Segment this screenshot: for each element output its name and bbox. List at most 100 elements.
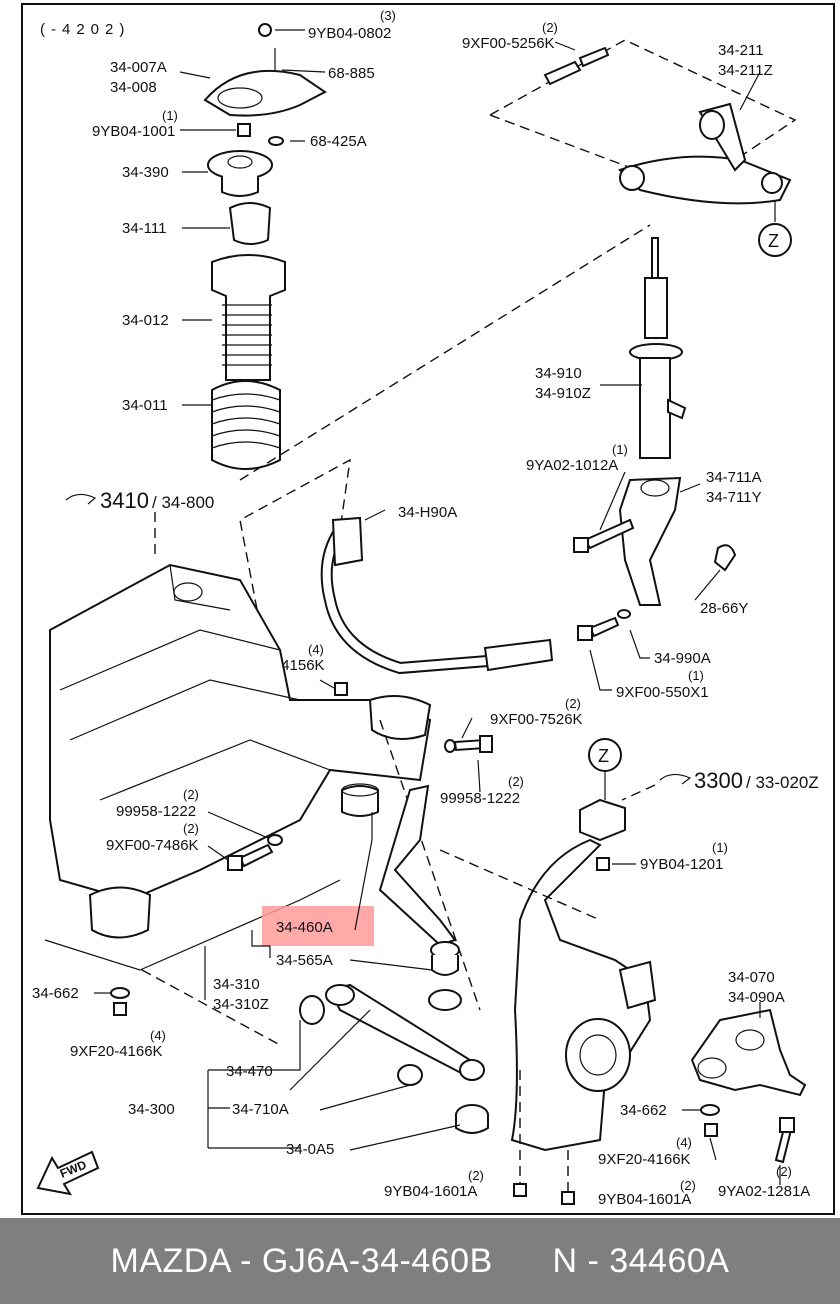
washer-small [268,136,284,146]
leaders-fork [589,471,721,691]
callout-boot-0a5: 34-0A5 [286,1141,334,1158]
callout-fork-bolt: 34-990A [654,650,711,667]
callout-stud: 68-885 [328,65,375,82]
callout-bushing-highlight: 34-460A [276,919,333,936]
callout-stab-bar: 34-H90A [398,504,457,521]
z-label-bottom: Z [598,746,609,766]
callout-sub-bolt-qty: (2) [565,696,581,711]
callout-fork-nut-qty: (1) [688,668,704,683]
callout-bearing: 34-390 [122,164,169,181]
washer-right [700,1104,720,1116]
callout-washer: 68-425A [310,133,367,150]
callout-upper-arm-a: 34-211 [718,42,764,59]
bushing-34-460A [341,783,379,817]
callout-nut-qty: (1) [162,108,178,123]
leaders-stab [319,509,386,689]
callout-shock-bolt-qty: (1) [612,442,628,457]
ref-3300-code: 3300 [694,768,743,793]
boot-0a5 [455,1104,489,1134]
callout-bolt-top: 9YB04-0802 [308,25,391,42]
callout-bolt-1281: 9YA02-1281A [718,1183,810,1200]
callout-nut-right-qty: (4) [676,1135,692,1150]
callout-spring: 34-011 [122,397,168,414]
link-ball [459,1059,485,1081]
nut-1601-r [561,1191,575,1205]
bolt-1281 [774,1117,795,1164]
upper-arm-bolt [543,46,610,86]
callout-sub-washer: 99958-1222 [440,790,520,807]
callout-mount-a: 34-007A [110,59,167,76]
ball-joint [428,941,462,1011]
callout-lower-arm-a: 34-310 [213,976,260,993]
footer-gap [493,1242,553,1281]
callout-washer-right: 34-662 [620,1102,667,1119]
callout-assy-300: 34-300 [128,1101,175,1118]
leaders-link [207,1009,461,1151]
callout-bush-470: 34-470 [226,1063,273,1080]
strut-mount-plate [203,23,327,117]
shock-fork [618,476,682,606]
callout-link-710: 34-710A [232,1101,289,1118]
callout-nut-1601-r-qty: (2) [680,1178,696,1193]
left-bolt [227,834,283,871]
callout-shock-bolt: 9YA02-1012A [526,457,618,474]
callout-fork-b: 34-711Y [706,489,762,506]
leaders-upper [554,41,761,111]
callout-arm-bolt-qty: (2) [542,20,558,35]
fwd-arrow-icon: FWD [36,1150,100,1196]
callout-nut-1601-l-qty: (2) [468,1168,484,1183]
callout-arm-bolt: 9XF00-5256K [462,35,555,52]
callout-shock-a: 34-910 [535,365,582,382]
z-label-top: Z [768,231,779,251]
steering-knuckle [510,798,657,1152]
callout-left-washer: 99958-1222 [116,803,196,820]
ref-3410-sub: / 34-800 [152,493,214,512]
callout-washer-left: 34-662 [32,985,79,1002]
dash-lower-left [141,969,281,1046]
fork-bolt-lower [577,609,631,641]
callout-fork-nut: 9XF00-550X1 [616,684,709,701]
bracket-2866 [713,544,737,572]
leaders-sub [207,717,481,861]
part-number-footer: MAZDA - GJ6A-34-460B N - 34460A [0,1218,840,1304]
footer-part-number: MAZDA - GJ6A-34-460B [110,1241,493,1280]
hub-bracket [690,1008,807,1097]
subframe [44,563,432,971]
callout-bolt-1281-qty: (2) [776,1164,792,1179]
callout-nut-left: 9XF20-4166K [70,1043,163,1060]
ref-3410-code: 3410 [100,488,149,513]
leaders-left-stack [179,29,326,406]
callout-nut-1601-r: 9YB04-1601A [598,1191,691,1208]
callout-stab-nut-qty: (4) [308,642,324,657]
ref-3300-sub: / 33-020Z [746,773,819,792]
nut-right [704,1123,718,1137]
callout-ball-joint: 34-565A [276,952,333,969]
ref-3410: 3410 / 34-800 [65,488,214,513]
callout-knuckle-nut-qty: (1) [712,840,728,855]
callout-lower-arm-b: 34-310Z [213,996,269,1013]
z-marker-top [758,223,792,257]
callout-fork-a: 34-711A [706,469,762,486]
link-bush-710 [397,1064,423,1086]
callout-sub-bolt: 9XF00-7526K [490,711,583,728]
dash-strut-to-shock [239,224,651,481]
suspension-exploded-diagram: (-4202) [21,3,835,1215]
dash-box-upper [488,39,797,191]
bump-stop [228,202,272,245]
callout-nut-left-qty: (4) [150,1028,166,1043]
ref-3300: 3300 / 33-020Z [659,768,819,793]
nut-1601-l [513,1183,527,1197]
coil-spring [211,380,281,470]
bush-470 [299,995,325,1025]
callout-left-bolt: 9XF00-7486K [106,837,199,854]
callout-nut-1601-l: 9YB04-1601A [384,1183,477,1200]
lower-arm-upper-link [378,784,457,947]
callout-nut: 9YB04-1001 [92,123,175,140]
callout-left-washer-qty: (2) [183,787,199,802]
callout-bolt-top-qty: (3) [380,8,396,23]
dash-3300 [621,784,656,801]
callout-bump-stop: 34-111 [122,220,166,237]
callout-shock-b: 34-910Z [535,385,591,402]
callout-hub-b: 34-090A [728,989,785,1006]
dash-stab [239,458,351,626]
